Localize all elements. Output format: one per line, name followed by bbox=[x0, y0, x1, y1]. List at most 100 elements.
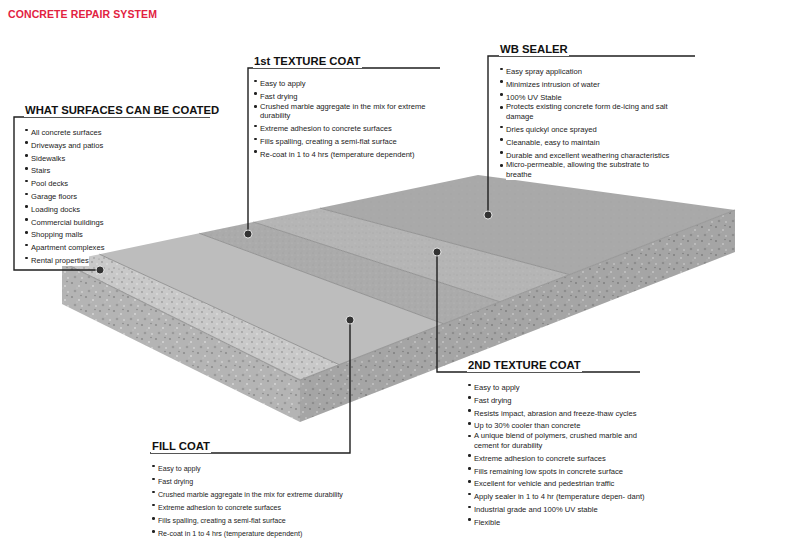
bullet-dot bbox=[152, 465, 155, 468]
bullet-dot bbox=[25, 257, 28, 260]
bullet-text: Protects existing concrete form de-icing… bbox=[506, 102, 675, 122]
bullet-text: Cleanable, easy to maintain bbox=[506, 138, 600, 148]
bullet-row: Driveways and patios bbox=[24, 138, 200, 151]
diagram-title: CONCRETE REPAIR SYSTEM bbox=[8, 8, 157, 20]
bullet-text: Easy to apply bbox=[158, 465, 201, 474]
bullet-dot bbox=[254, 138, 257, 141]
bullet-dot bbox=[500, 126, 503, 129]
bullet-text: Resists impact, abrasion and freeze-thaw… bbox=[474, 409, 637, 419]
callout-heading: 1st TEXTURE COAT bbox=[253, 54, 362, 68]
bullet-dot bbox=[468, 396, 471, 399]
bullet-row: Crushed marble aggregate in the mix for … bbox=[253, 102, 449, 122]
bullet-dot bbox=[468, 422, 471, 425]
bullet-row: Fast drying bbox=[151, 474, 343, 487]
bullet-dot bbox=[25, 154, 28, 157]
slab-top-edge bbox=[62, 210, 735, 380]
bullet-dot bbox=[25, 205, 28, 208]
bullet-dot bbox=[468, 518, 471, 521]
bullet-dot bbox=[468, 435, 471, 438]
bullet-text: Up to 30% cooler than concrete bbox=[474, 421, 580, 431]
callout-block: 1st TEXTURE COAT Easy to applyFast drying… bbox=[253, 51, 449, 160]
bullet-row: Fills remaining low spots in concrete su… bbox=[467, 464, 649, 477]
bullet-text: Fast drying bbox=[158, 478, 193, 487]
leader-dot bbox=[433, 248, 441, 256]
bullet-text: Crushed marble aggregate in the mix for … bbox=[158, 491, 343, 500]
bullet-text: Fills spalling, creating a semi-flat sur… bbox=[260, 137, 397, 147]
bullet-row: Fast drying bbox=[467, 393, 649, 406]
bullet-text: Commercial buildings bbox=[31, 218, 104, 228]
bullet-row: Durable and excellent weathering charact… bbox=[499, 148, 675, 161]
bullet-text: Extreme adhesion to concrete surfaces bbox=[158, 504, 281, 513]
leader-line bbox=[248, 68, 440, 234]
callout-block: 2ND TEXTURE COAT Easy to applyFast drying… bbox=[467, 355, 649, 528]
bullet-dot bbox=[468, 480, 471, 483]
bullet-dot bbox=[500, 151, 503, 154]
bullet-row: Apartment complexes bbox=[24, 240, 200, 253]
leader-dot bbox=[96, 266, 104, 274]
bullet-row: A unique blend of polymers, crushed marb… bbox=[467, 431, 649, 451]
bullet-row: Fast drying bbox=[253, 89, 449, 102]
leader-dot bbox=[244, 230, 252, 238]
callout-heading: 2ND TEXTURE COAT bbox=[467, 358, 582, 372]
bullet-text: Re-coat in 1 to 4 hrs (temperature depen… bbox=[158, 530, 302, 539]
bullet-dot bbox=[254, 92, 257, 95]
bullet-dot bbox=[254, 150, 257, 153]
bullet-dot bbox=[500, 68, 503, 71]
bullet-text: Easy to apply bbox=[474, 383, 520, 393]
bullet-dot bbox=[500, 106, 503, 109]
leader-line bbox=[488, 56, 695, 215]
bullet-dot bbox=[254, 125, 257, 128]
bullet-text: Garage floors bbox=[31, 192, 77, 202]
bullet-text: Fast drying bbox=[474, 396, 512, 406]
bullet-text: Easy to apply bbox=[260, 79, 306, 89]
bullet-row: Micro-permeable, allowing the substrate … bbox=[499, 160, 675, 180]
bullet-dot bbox=[25, 129, 28, 132]
bullet-row: Sidewalks bbox=[24, 151, 200, 164]
bullet-dot bbox=[25, 231, 28, 234]
bullet-text: Fast drying bbox=[260, 92, 298, 102]
bullet-dot bbox=[25, 218, 28, 221]
bullet-dot bbox=[500, 164, 503, 167]
bullet-row: Cleanable, easy to maintain bbox=[499, 135, 675, 148]
band-edge bbox=[99, 254, 339, 365]
sealer-band bbox=[320, 175, 735, 275]
band-edge bbox=[199, 233, 443, 324]
leader-dot bbox=[484, 211, 492, 219]
bullet-row: Crushed marble aggregate in the mix for … bbox=[151, 487, 343, 500]
bullet-dot bbox=[254, 105, 257, 108]
bullet-text: Apartment complexes bbox=[31, 243, 104, 253]
bullet-list: Easy to applyFast dryingResists impact, … bbox=[467, 380, 649, 528]
bullet-dot bbox=[152, 530, 155, 533]
callout-block: WHAT SURFACES CAN BE COATEDAll concrete … bbox=[24, 100, 200, 266]
bullet-row: Fills spalling, creating a semi-flat sur… bbox=[151, 513, 343, 526]
bullet-list: All concrete surfacesDriveways and patio… bbox=[24, 125, 200, 266]
bullet-row: Apply sealer in 1 to 4 hr (temperature d… bbox=[467, 489, 649, 502]
bullet-row: Easy to apply bbox=[253, 76, 449, 89]
bullet-text: Loading docks bbox=[31, 205, 80, 215]
bullet-row: Commercial buildings bbox=[24, 215, 200, 228]
bullet-text: All concrete surfaces bbox=[31, 128, 101, 138]
bullet-row: All concrete surfaces bbox=[24, 125, 200, 138]
bullet-dot bbox=[468, 506, 471, 509]
bullet-text: Fills spalling, creating a semi-flat sur… bbox=[158, 517, 286, 526]
bullet-row: Industrial grade and 100% UV stable bbox=[467, 502, 649, 515]
bullet-list: Easy spray applicationMinimizes intrusio… bbox=[499, 64, 675, 180]
bullet-dot bbox=[254, 80, 257, 83]
bullet-dot bbox=[152, 517, 155, 520]
bullet-text: Dries quickyl once sprayed bbox=[506, 125, 597, 135]
band-edge bbox=[320, 208, 570, 275]
bullet-row: Extreme adhesion to concrete surfaces bbox=[253, 121, 449, 134]
bullet-dot bbox=[468, 454, 471, 457]
bullet-dot bbox=[468, 409, 471, 412]
bullet-row: Re-coat in 1 to 4 hrs (temperature depen… bbox=[151, 526, 343, 539]
bullet-row: Up to 30% cooler than concrete bbox=[467, 418, 649, 431]
bullet-text: Shopping malls bbox=[31, 230, 83, 240]
leader-line bbox=[150, 320, 350, 453]
bullet-row: Resists impact, abrasion and freeze-thaw… bbox=[467, 406, 649, 419]
bullet-text: Excellent for vehicle and pedestrian tra… bbox=[474, 479, 614, 489]
bullet-dot bbox=[468, 493, 471, 496]
bullet-text: Extreme adhesion to concrete surfaces bbox=[474, 454, 606, 464]
bullet-row: Excellent for vehicle and pedestrian tra… bbox=[467, 476, 649, 489]
bullet-dot bbox=[152, 491, 155, 494]
